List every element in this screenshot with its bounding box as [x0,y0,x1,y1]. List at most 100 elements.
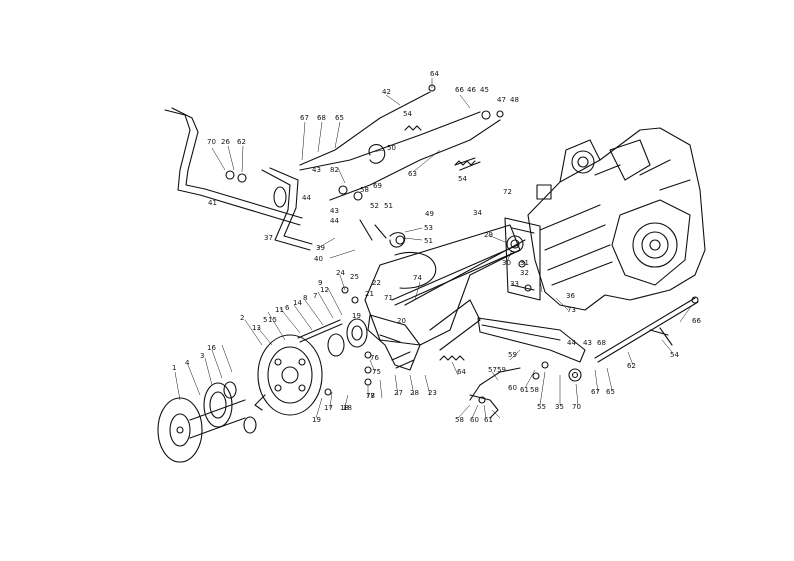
part-callout-55: 55 [537,403,546,411]
part-callout-59: 59 [508,351,517,359]
part-callout-58: 58 [530,386,539,394]
part-callout-36: 36 [566,292,575,300]
part-callout-60: 60 [508,384,517,392]
part-callout-43: 43 [312,166,321,174]
part-callout-76: 76 [370,354,379,362]
part-callout-74: 74 [413,274,422,282]
part-callout-37: 37 [264,234,273,242]
part-callout-25: 25 [350,273,359,281]
part-callout-17: 17 [324,404,333,412]
part-callout-62: 62 [627,362,636,370]
part-callout-20: 20 [397,317,406,325]
swing-arm [477,317,586,363]
cable-upper [299,91,431,166]
part-callout-53: 53 [424,224,433,232]
part-callout-6: 6 [285,304,290,312]
part-callout-44: 44 [302,194,311,202]
part-callout-26: 26 [221,138,230,146]
part-callout-62: 62 [237,138,246,146]
brake-assembly [157,318,368,463]
part-callout-2: 2 [240,314,244,322]
part-callout-31: 31 [520,259,529,267]
part-callout-32: 32 [520,269,529,277]
part-callout-14: 14 [293,299,302,307]
part-callout-54: 54 [670,351,679,359]
part-callout-52: 52 [370,202,379,210]
part-callout-39: 39 [316,244,325,252]
part-callout-35: 35 [555,403,564,411]
handle-lever [164,107,313,251]
part-callout-82: 82 [330,166,339,174]
part-callout-7: 7 [313,292,317,300]
part-callout-46: 46 [467,86,476,94]
part-callout-41: 41 [208,199,217,207]
part-callout-27: 27 [394,389,403,397]
part-callout-51: 51 [424,237,433,245]
part-callout-68: 68 [317,114,326,122]
part-callout-12: 12 [320,286,329,294]
part-callout-19: 19 [352,312,361,320]
part-callout-73: 73 [567,306,576,314]
part-callout-77: 77 [366,392,375,400]
part-callout-50: 50 [387,144,396,152]
part-callout-19: 19 [312,416,321,424]
part-callout-67: 67 [591,388,600,396]
part-callout-64: 64 [457,368,466,376]
part-callout-43: 43 [330,207,339,215]
part-callout-78: 78 [366,392,375,400]
part-callout-28: 28 [410,389,419,397]
part-callout-59: 59 [497,366,506,374]
part-callout-68: 68 [597,339,606,347]
part-callout-58: 58 [360,186,369,194]
part-callout-54: 54 [403,110,412,118]
part-callout-63: 63 [408,170,417,178]
part-callout-4: 4 [185,359,190,367]
part-callout-24: 24 [336,269,345,277]
part-callout-23: 23 [428,389,437,397]
part-callout-60: 60 [470,416,479,424]
rod-end-nut [691,296,699,304]
part-callout-66: 66 [455,86,464,94]
part-callout-42: 42 [382,88,391,96]
part-callout-5: 5 [263,316,267,324]
part-callout-18: 18 [343,404,352,412]
part-callout-51: 51 [384,202,393,210]
right-rod [594,297,696,359]
part-callout-34: 34 [473,209,482,217]
part-callout-33: 33 [510,280,519,288]
part-callout-18: 18 [340,404,349,412]
part-callout-69: 69 [373,182,382,190]
part-callout-72: 72 [503,188,512,196]
part-callout-30: 30 [502,259,511,267]
part-callout-70: 70 [572,403,581,411]
part-callout-22: 22 [372,279,381,287]
flange-plate [504,217,541,301]
part-callout-57: 57 [488,366,497,374]
part-callout-61: 61 [484,416,493,424]
gearbox-housing [527,127,706,311]
spring-lower [439,355,465,361]
part-callout-58: 58 [455,416,464,424]
part-callout-65: 65 [335,114,344,122]
part-callout-29: 29 [484,231,493,239]
part-callout-64: 64 [430,70,439,78]
part-callout-15: 15 [268,316,277,324]
part-callout-71: 71 [384,294,393,302]
axle-housing [364,224,521,351]
brake-bracket [367,314,421,371]
drive-shaft [404,239,526,306]
part-callout-45: 45 [480,86,489,94]
part-callout-44: 44 [330,217,339,225]
cable-middle [299,111,481,171]
part-callout-3: 3 [200,352,204,360]
part-callout-66: 66 [692,317,701,325]
spring-upper [454,160,476,166]
part-callout-75: 75 [372,368,381,376]
part-callout-65: 65 [606,388,615,396]
part-callout-9: 9 [318,279,322,287]
part-callout-48: 48 [510,96,519,104]
part-callout-67: 67 [300,114,309,122]
